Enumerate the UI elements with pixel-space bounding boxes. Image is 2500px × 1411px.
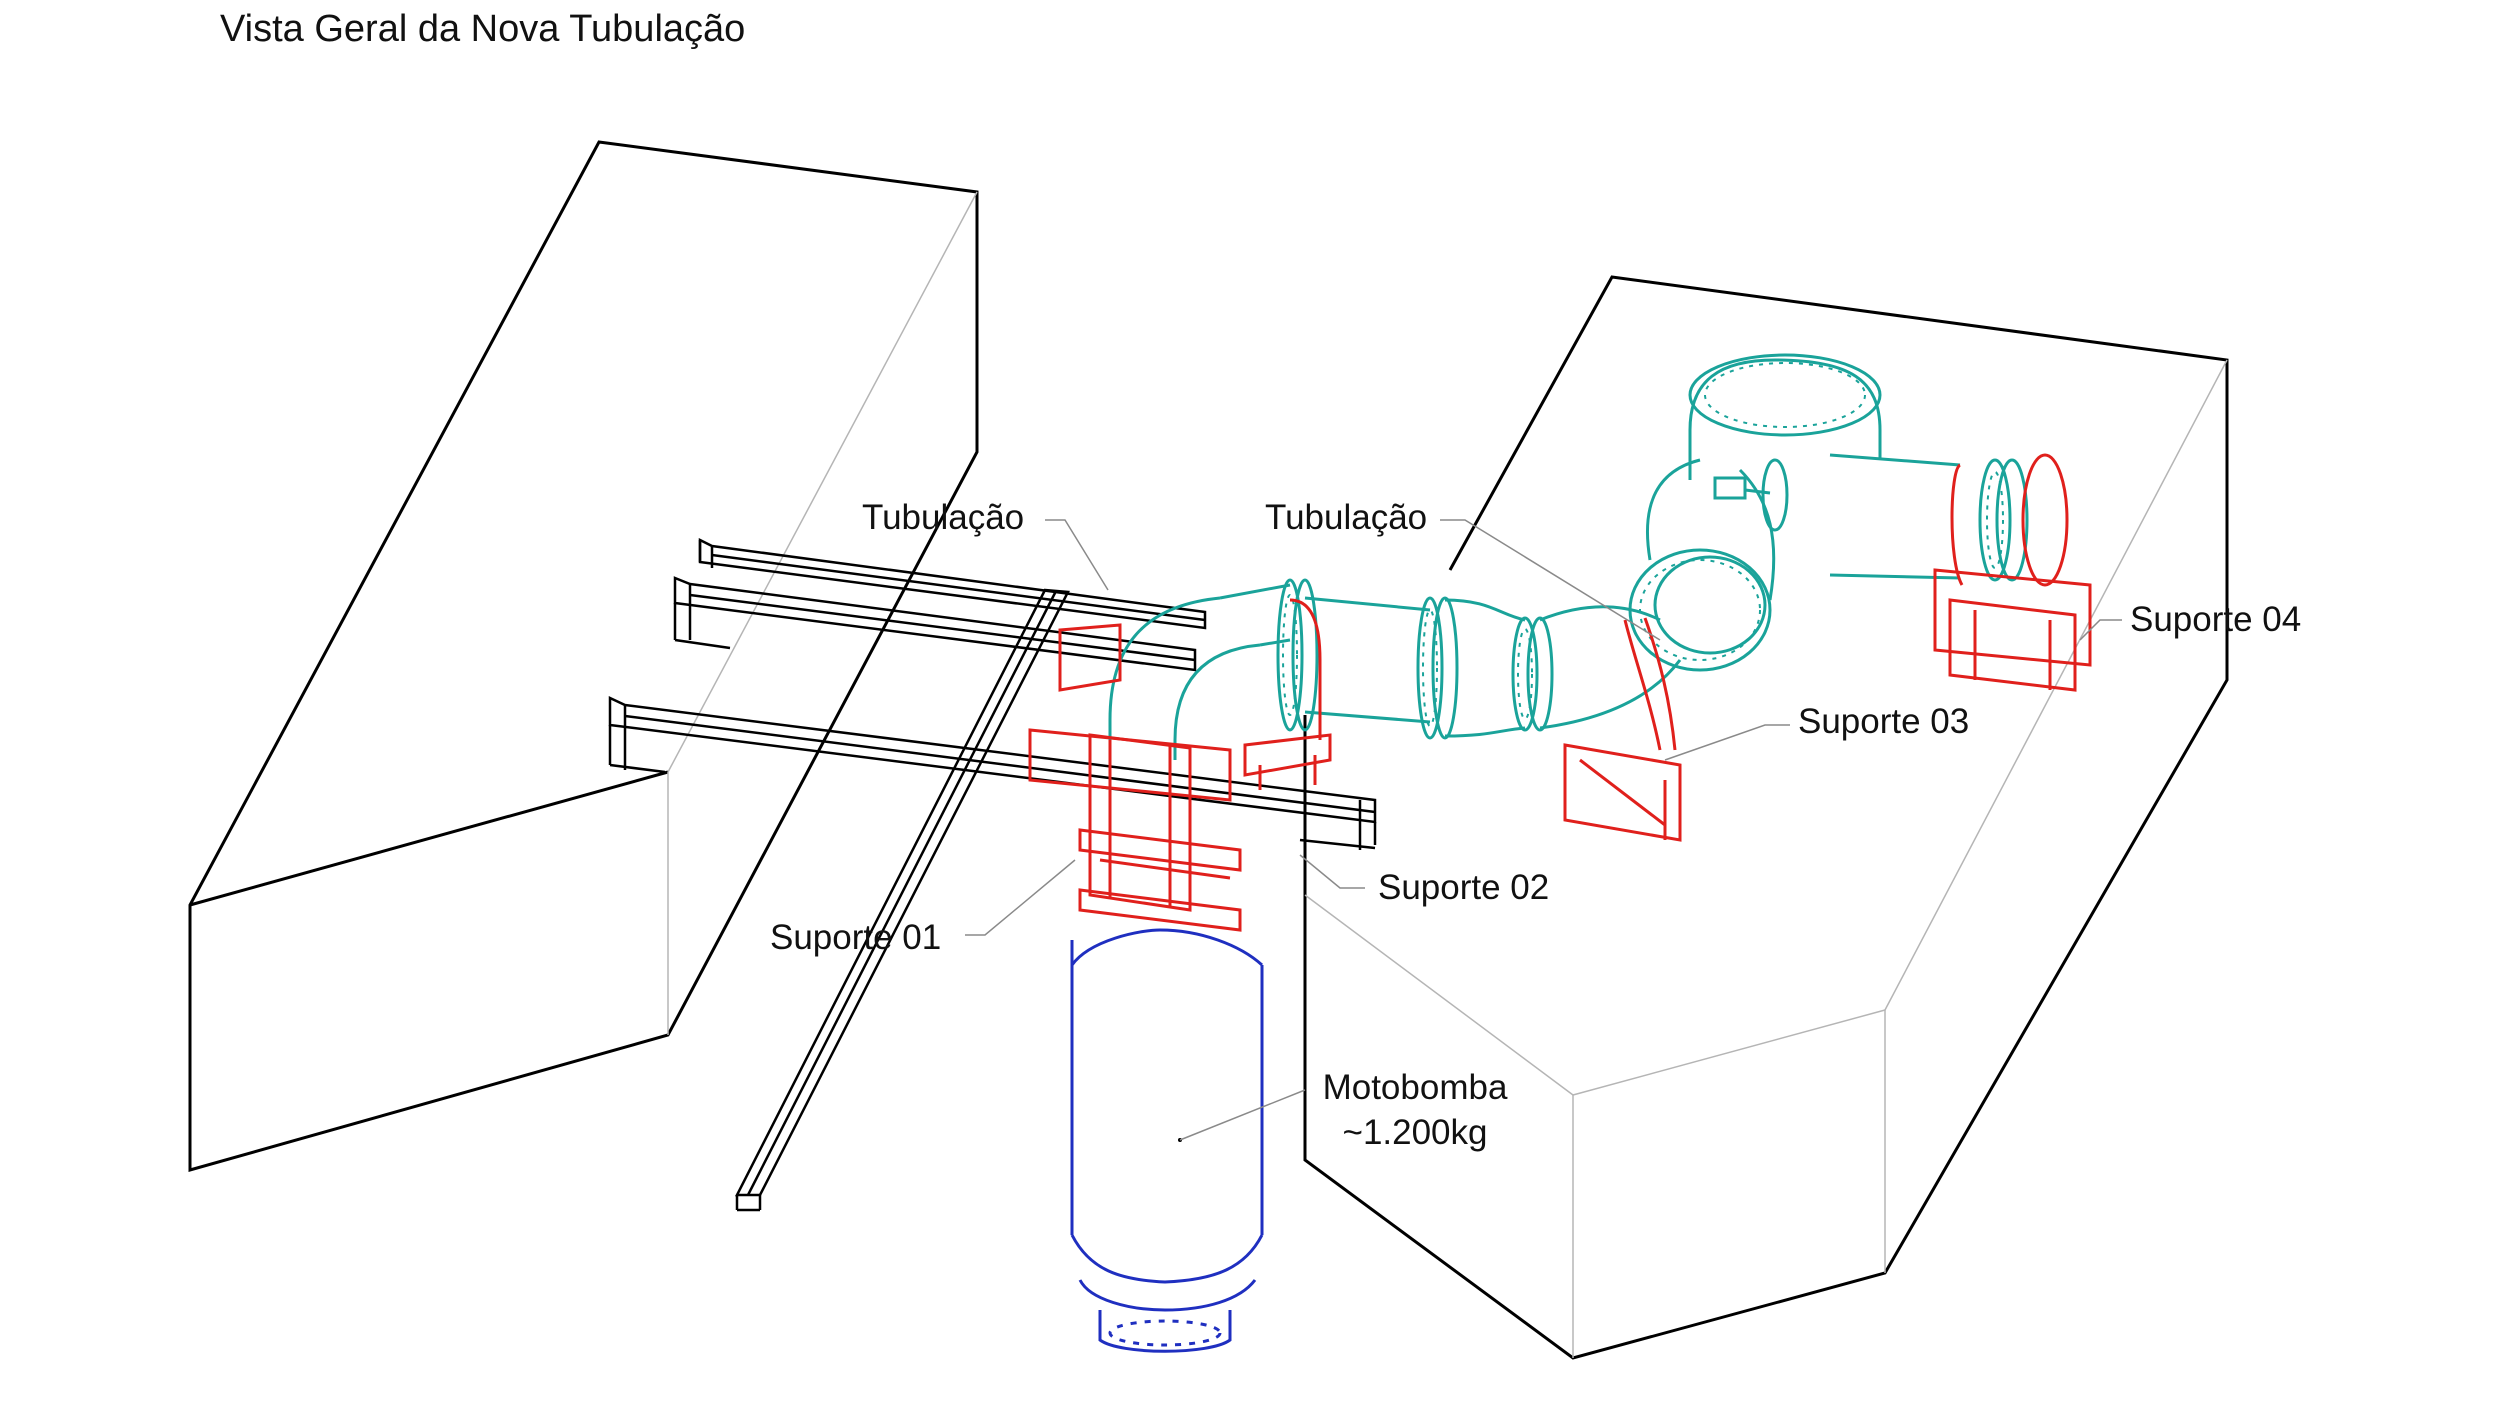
label-tubulacao-right: Tubulação	[1265, 498, 1428, 537]
steel-beams	[608, 537, 1377, 1212]
supports	[1028, 453, 2092, 932]
label-suporte-03: Suporte 03	[1798, 702, 1970, 741]
pipe-network	[1108, 353, 2029, 760]
label-motobomba-weight: ~1.200kg	[1342, 1113, 1488, 1152]
label-suporte-02: Suporte 02	[1378, 868, 1550, 907]
right-concrete-block	[1303, 275, 2229, 1360]
support-02-frame	[1243, 598, 1332, 790]
motobomba-pump	[1070, 928, 1264, 1353]
label-motobomba-name: Motobomba	[1322, 1068, 1508, 1107]
label-suporte-04: Suporte 04	[2130, 600, 2302, 639]
support-03-frame	[1563, 617, 1682, 842]
label-suporte-01: Suporte 01	[770, 918, 942, 957]
support-04-frame	[1933, 453, 2092, 692]
left-concrete-block	[188, 140, 979, 1172]
leader-lines	[965, 519, 2122, 1141]
drawing-title: Vista Geral da Nova Tubulação	[220, 8, 746, 50]
flange-bolts	[1282, 362, 2004, 727]
support-01-frame	[1028, 623, 1242, 932]
label-tubulacao-left: Tubulação	[862, 498, 1025, 537]
